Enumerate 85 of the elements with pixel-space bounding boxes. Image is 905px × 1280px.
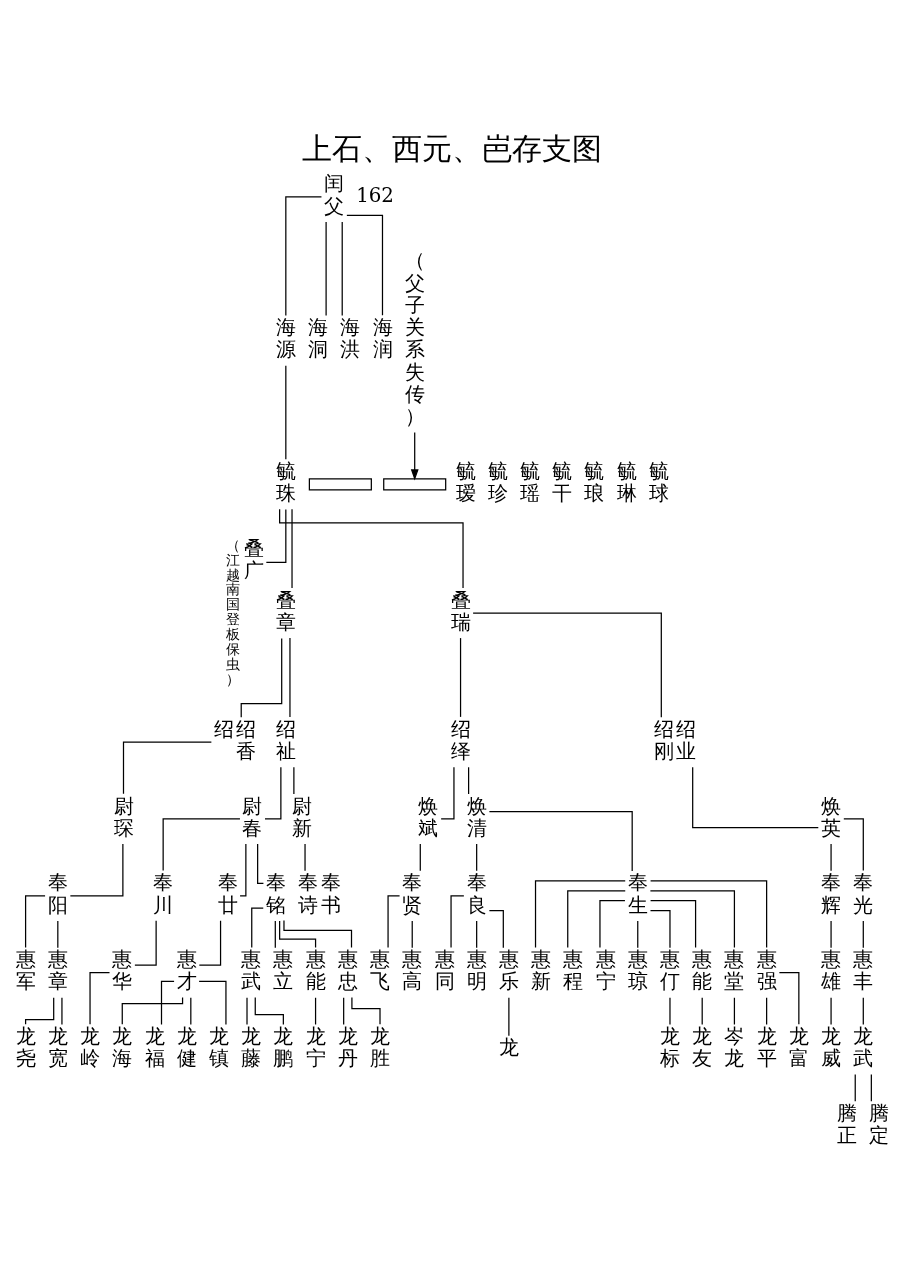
node-text: 龙武 <box>853 1024 874 1070</box>
node-text: 奉川 <box>153 870 174 917</box>
node-text: 奉廿 <box>217 870 238 917</box>
node-text: 龙镇 <box>209 1024 229 1070</box>
node-text: 尉琛 <box>113 794 134 840</box>
node-text: 海洞 <box>308 315 329 361</box>
node-text: 奉良 <box>466 870 487 917</box>
node-text: 毓琳 <box>616 459 637 505</box>
node-text: （父子关系失传） <box>404 248 425 428</box>
node-text: 惠丰 <box>853 947 874 993</box>
node-text: 奉生 <box>627 870 648 917</box>
node-text: 惠新 <box>531 947 552 993</box>
node-text: 龙宽 <box>47 1024 68 1070</box>
node-text: 奉诗 奉书 <box>298 870 341 917</box>
node-text: 惠同 <box>434 947 455 993</box>
node-text: 龙福 <box>144 1024 165 1070</box>
node-text: 龙友 <box>692 1024 713 1070</box>
node-text: 龙藤 <box>241 1024 262 1070</box>
node-text: 奉贤 <box>402 870 423 917</box>
node-text: 惠武 <box>241 947 262 993</box>
node-text: 绍绍香 <box>213 717 257 763</box>
node-text: 惠立 <box>273 947 294 993</box>
node-text: 焕斌 <box>418 794 439 840</box>
node-text: 叠广 <box>243 536 264 582</box>
node-text: 惠琼 <box>627 947 648 993</box>
node-text: 毓瑷 <box>455 459 476 505</box>
node-text: 惠堂 <box>724 947 745 993</box>
node-text: 龙胜 <box>370 1024 391 1070</box>
node-text: 毓瑶 <box>520 459 541 505</box>
node-text: 惠明 <box>466 947 487 993</box>
node-text: 惠仃 <box>660 947 681 993</box>
node-text: 龙富 <box>788 1024 809 1070</box>
node-text: 龙威 <box>821 1024 842 1070</box>
node-text: 惠能 <box>305 947 326 993</box>
node-text: 毓珠 <box>275 459 296 505</box>
node-text: 毓干 <box>552 459 573 505</box>
node-text: 海润 <box>372 315 393 361</box>
node-text: 惠程 <box>563 947 584 993</box>
node-text: 惠乐 <box>498 947 519 993</box>
node-label: （江越南国登板保虫） <box>226 536 241 687</box>
node-text: 龙健 <box>176 1024 197 1070</box>
node-text: 惠高 <box>402 947 423 993</box>
node-text: 焕英 <box>821 794 842 840</box>
node-text: 惠华 <box>112 947 133 993</box>
node-text: 绍绎 <box>450 717 471 763</box>
node-text: 海洪 <box>340 315 361 361</box>
node-text: 海源 <box>275 315 296 361</box>
node-text: 尉新 <box>292 794 313 840</box>
node-text: 毓琅 <box>584 459 605 505</box>
node-text: 毓球 <box>648 459 669 505</box>
node-text: 奉铭 <box>266 870 286 917</box>
node-text: 龙海 <box>112 1024 133 1070</box>
node-text: 绍刚 绍业 <box>653 717 697 763</box>
node-text: 腾正 <box>837 1101 858 1147</box>
node-text: 惠才 <box>176 947 197 993</box>
node-text: 惠宁 <box>595 947 616 993</box>
node-text: 惠章 <box>47 947 68 993</box>
node-text: 龙宁 <box>305 1024 326 1070</box>
node-text: 龙 <box>498 1035 519 1059</box>
node-text: 惠雄 <box>821 947 842 993</box>
node-text: 龙标 <box>660 1024 681 1070</box>
node-text: 尉春 <box>242 794 263 840</box>
node-text: 龙尧 <box>15 1024 36 1070</box>
node-text: 毓珍 <box>487 459 508 505</box>
label: 162 <box>356 183 394 207</box>
node-text: 奉阳 <box>47 870 68 917</box>
node-text: 岑龙 <box>724 1024 745 1070</box>
node-text: 腾定 <box>869 1101 890 1147</box>
diagram-title: 上石、西元、岜存支图 <box>302 130 603 166</box>
node-text: 惠强 <box>756 947 777 993</box>
node-text: 叠瑞 <box>450 588 471 634</box>
node-text: 惠飞 <box>370 947 391 993</box>
node-text: 惠军 <box>15 947 36 993</box>
node-text: 奉光 <box>853 870 874 917</box>
node-text: 闰父 <box>324 171 345 218</box>
node-text: 龙丹 <box>337 1024 358 1070</box>
node-text: 奉辉 <box>821 870 842 917</box>
node-text: 龙岭 <box>80 1024 101 1070</box>
node-text: 龙鹏 <box>273 1024 294 1070</box>
node-text: 叠章 <box>275 588 296 634</box>
node-text: 焕清 <box>466 794 487 840</box>
node-text: 惠能 <box>692 947 713 993</box>
node-text: 惠忠 <box>337 947 358 993</box>
node-text: 绍祉 <box>275 717 296 763</box>
node-text: 龙平 <box>756 1024 777 1070</box>
